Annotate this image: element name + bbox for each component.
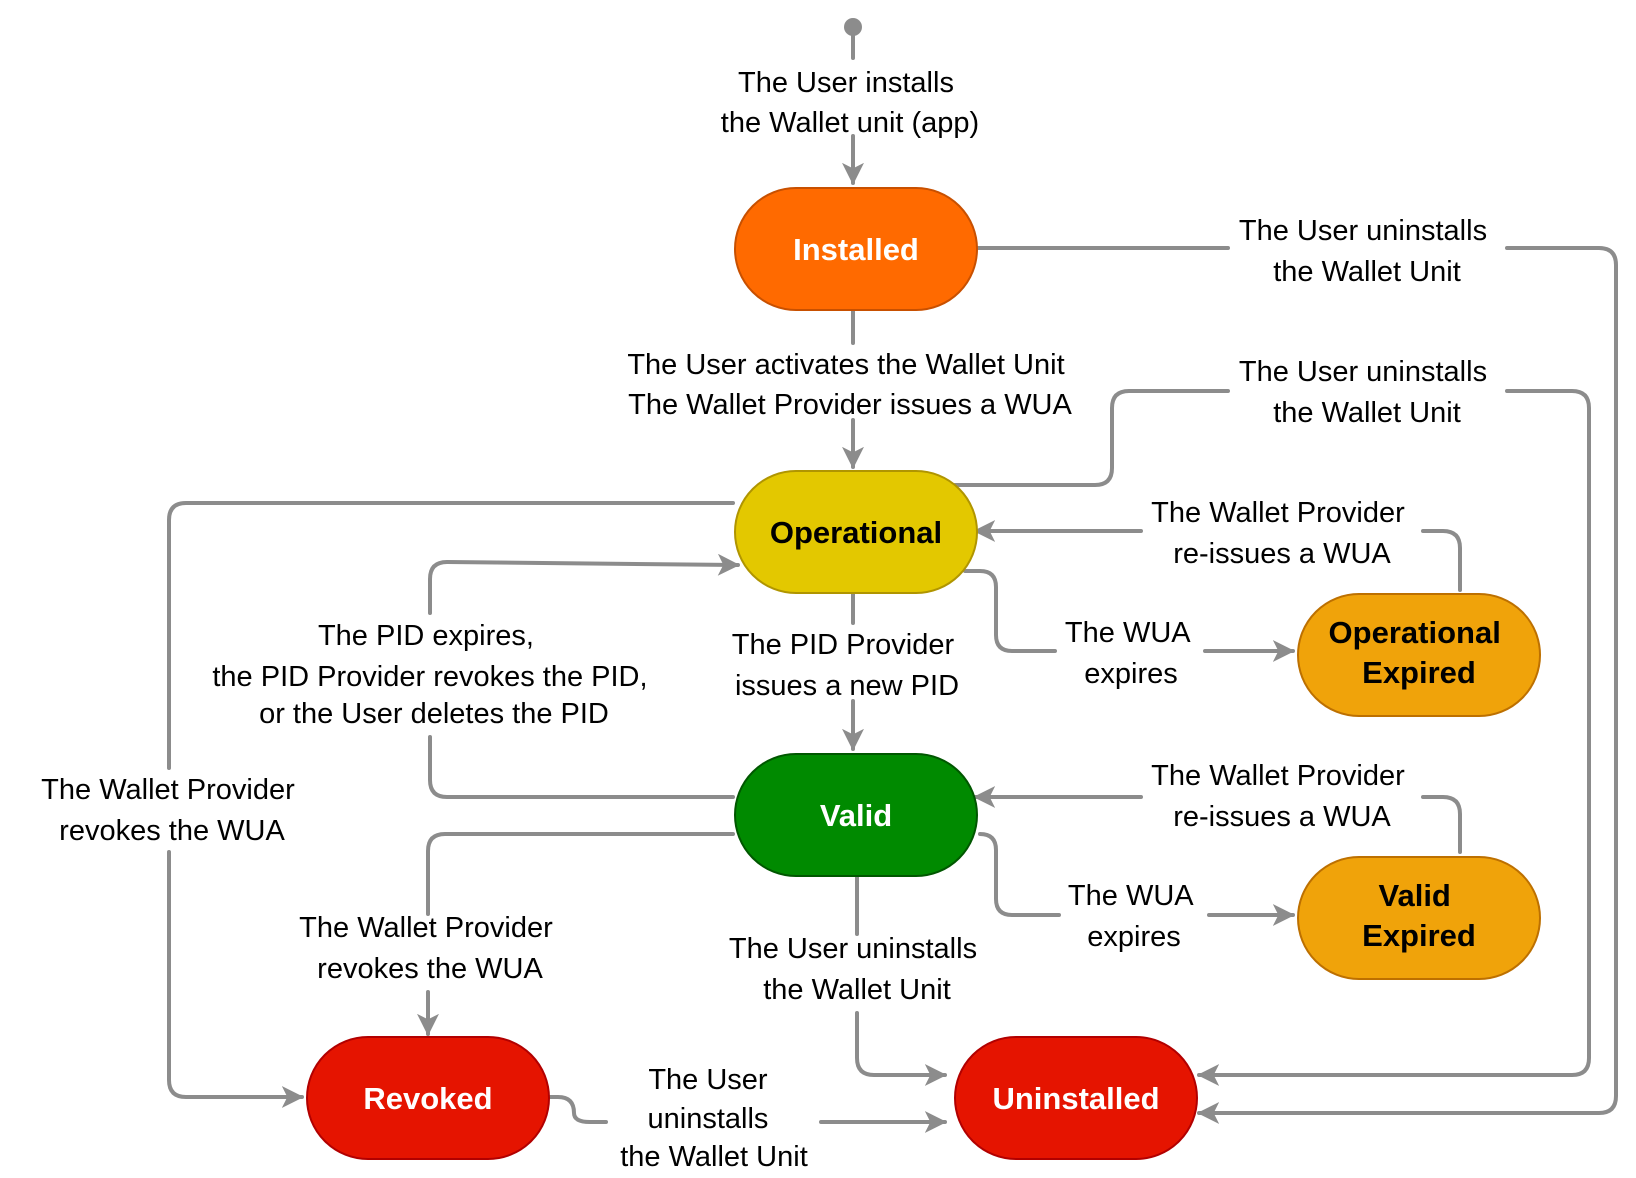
label-pid-issue: The PID Provider issues a new PID bbox=[732, 629, 962, 702]
label-pid-expires: The PID expires, the PID Provider revoke… bbox=[212, 620, 655, 730]
edge-uninstall-installed-arrow bbox=[1197, 246, 1618, 1124]
label-uninstall-installed: The User uninstalls the Wallet Unit bbox=[1239, 215, 1495, 288]
edge-reissue-valid bbox=[1421, 795, 1462, 854]
label-wua-expires-operational: The WUA expires bbox=[1065, 617, 1197, 690]
edge-uninstall-revoked bbox=[548, 1095, 608, 1124]
label-activate: The User activates the Wallet Unit The W… bbox=[627, 349, 1072, 421]
label-uninstall-valid: The User uninstalls the Wallet Unit bbox=[729, 933, 985, 1006]
states: Installed Operational Operational Expire… bbox=[306, 187, 1541, 1160]
state-valid-label: Valid bbox=[820, 798, 892, 833]
transition-labels: The User installs the Wallet unit (app) … bbox=[41, 67, 1495, 1173]
edge-wua-expires-valid bbox=[978, 832, 1061, 917]
label-reissue-valid: The Wallet Provider re-issues a WUA bbox=[1151, 760, 1413, 833]
state-uninstalled-shape bbox=[954, 1036, 1198, 1160]
edge-uninstall-operational-arrow bbox=[1197, 389, 1591, 1086]
state-operational-shape bbox=[734, 470, 978, 594]
state-installed-shape bbox=[734, 187, 978, 311]
state-operational-expired-label: Operational Expired bbox=[1329, 615, 1510, 690]
state-installed: Installed bbox=[734, 187, 978, 311]
state-valid-expired-shape bbox=[1297, 856, 1541, 980]
transition-edges bbox=[167, 18, 1618, 1133]
initial-state-dot bbox=[844, 18, 862, 36]
state-valid-expired-label: Valid Expired bbox=[1362, 878, 1476, 953]
label-install: The User installs the Wallet unit (app) bbox=[721, 67, 979, 139]
edge-wua-expires-operational bbox=[963, 569, 1057, 653]
state-uninstalled-label: Uninstalled bbox=[992, 1081, 1159, 1116]
label-uninstall-operational: The User uninstalls the Wallet Unit bbox=[1239, 356, 1495, 429]
state-operational-expired: Operational Expired bbox=[1297, 593, 1541, 717]
edge-pid-expires bbox=[428, 735, 735, 799]
edge-revoke-valid bbox=[426, 832, 735, 916]
state-operational: Operational bbox=[734, 470, 978, 594]
label-reissue-operational: The Wallet Provider re-issues a WUA bbox=[1151, 497, 1413, 570]
state-operational-label: Operational bbox=[770, 515, 942, 550]
label-wua-expires-valid: The WUA expires bbox=[1068, 880, 1200, 953]
state-installed-label: Installed bbox=[793, 232, 919, 267]
label-revoke-valid: The Wallet Provider revokes the WUA bbox=[299, 912, 561, 985]
state-valid-shape bbox=[734, 753, 978, 877]
state-revoked-label: Revoked bbox=[363, 1081, 492, 1116]
label-revoke-operational: The Wallet Provider revokes the WUA bbox=[41, 774, 303, 847]
state-revoked: Revoked bbox=[306, 1036, 550, 1160]
label-uninstall-revoked: The User uninstalls the Wallet Unit bbox=[620, 1064, 808, 1173]
edge-revoke-operational bbox=[167, 501, 735, 770]
edge-revoke-operational-arrow bbox=[167, 850, 304, 1108]
state-valid: Valid bbox=[734, 753, 978, 877]
edge-reissue-operational bbox=[1421, 529, 1462, 592]
edge-pid-expires-arrow bbox=[428, 553, 740, 615]
state-valid-expired: Valid Expired bbox=[1297, 856, 1541, 980]
edge-uninstall-valid-arrow bbox=[855, 1011, 947, 1086]
edge-uninstall-operational bbox=[953, 389, 1230, 487]
state-uninstalled: Uninstalled bbox=[954, 1036, 1198, 1160]
state-operational-expired-shape bbox=[1297, 593, 1541, 717]
state-revoked-shape bbox=[306, 1036, 550, 1160]
